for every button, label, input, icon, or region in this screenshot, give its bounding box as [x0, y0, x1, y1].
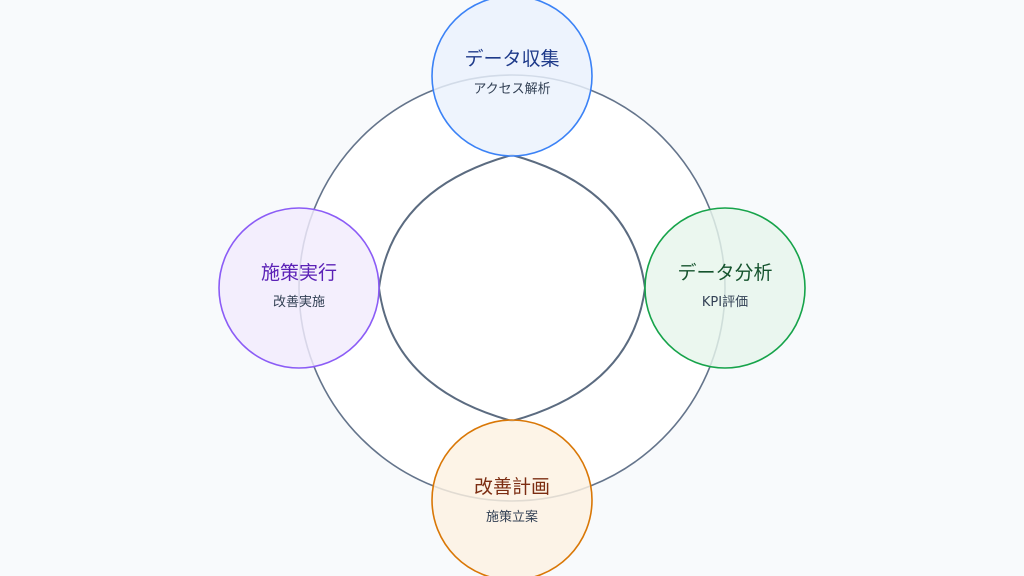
node-improvement-plan: 改善計画 施策立案	[431, 419, 593, 576]
node-data-analysis-circle	[644, 207, 806, 369]
node-data-collection: データ収集 アクセス解析	[431, 0, 593, 157]
connector-analyze-to-plan	[511, 287, 646, 422]
node-data-collection-circle	[431, 0, 593, 157]
connector-collect-to-analyze	[511, 154, 646, 289]
node-execution-title: 施策実行	[261, 262, 337, 284]
node-data-analysis: データ分析 KPI評価	[644, 207, 806, 369]
node-improvement-plan-subtitle: 施策立案	[486, 509, 538, 525]
node-improvement-plan-title: 改善計画	[474, 476, 550, 498]
node-improvement-plan-circle	[431, 419, 593, 576]
node-data-collection-title: データ収集	[464, 48, 559, 70]
node-data-collection-subtitle: アクセス解析	[473, 82, 550, 97]
connector-execute-to-collect	[378, 154, 513, 289]
node-execution-subtitle: 改善実施	[273, 294, 325, 310]
connector-plan-to-execute	[378, 287, 513, 422]
node-execution-circle	[218, 207, 380, 369]
node-data-analysis-title: データ分析	[677, 262, 772, 284]
node-data-analysis-subtitle: KPI評価	[702, 295, 748, 310]
node-execution: 施策実行 改善実施	[218, 207, 380, 369]
